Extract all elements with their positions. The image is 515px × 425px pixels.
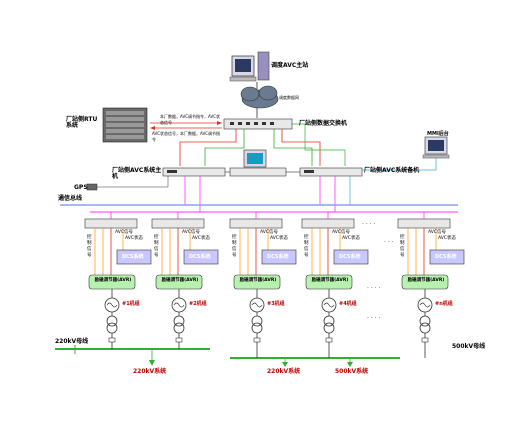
dcs-label: DCS系统 (435, 254, 457, 260)
unit-signal-label: 控制信号 (87, 235, 92, 258)
generator-units-layer (84, 212, 465, 358)
breaker-icon (253, 337, 261, 343)
dispatch-network-cloud-icon (240, 85, 279, 109)
system-220kv-a-label: 220kV系统 (133, 368, 167, 375)
avc-backup-label: 厂站侧AVC系统备机 (364, 167, 420, 174)
kvm-console-icon (229, 149, 287, 177)
dcs-box (261, 249, 297, 265)
gps-label: GPS (74, 184, 88, 191)
generator-wave-icon (251, 302, 263, 308)
dcs-box (333, 249, 369, 265)
generator-label: #2机组 (189, 301, 207, 307)
dcs-box (116, 249, 152, 265)
transformer-icon (419, 315, 431, 327)
svg-text:· · · ·: · · · · (362, 221, 375, 228)
unit-signal-label: AVC状态 (192, 236, 211, 241)
avc-main-host-icon (162, 167, 226, 177)
io-module-icon (229, 218, 283, 229)
generator-wave-icon (419, 302, 431, 308)
dcs-label: DCS系统 (189, 254, 211, 260)
transformer-icon (173, 322, 185, 334)
svg-text:· · · ·: · · · · (367, 315, 380, 322)
dcs-label: DCS系统 (339, 254, 361, 260)
system-220kv-b-label: 220kV系统 (267, 368, 301, 375)
unit-signal-label: AVC信号 (332, 230, 351, 235)
unit-signal-label: AVC状态 (125, 236, 144, 241)
excitation-label: 励磁调节器(AVR) (311, 278, 349, 283)
data-switch-icon (223, 118, 293, 130)
io-module-icon (151, 218, 205, 229)
dispatch-computer-icon (229, 51, 270, 82)
mmi-label: MMI后台 (427, 131, 449, 137)
unit-signal-label: AVC信号 (428, 230, 447, 235)
rtu-arrow-top-label: 本厂数据，AVC调节指令，AVC状态信号 (160, 114, 221, 125)
rtu-label: 厂站侧RTU系统 (66, 116, 98, 129)
bus-500kv-label: 500kV母线 (452, 343, 486, 350)
system-500kv-label: 500kV系统 (335, 368, 369, 375)
generator-label: #3机组 (267, 301, 285, 307)
breaker-icon (325, 337, 333, 343)
excitation-label: 励磁调节器(AVR) (239, 278, 277, 283)
comm-bus-label: 通信总线 (58, 195, 83, 202)
transformer-icon (419, 322, 431, 334)
unit-signal-label: 控制信号 (232, 235, 237, 258)
breaker-icon (175, 337, 183, 343)
network-label: 调度数据网 (279, 95, 299, 100)
rtu-rack-icon (102, 107, 148, 143)
mmi-computer-icon (422, 136, 450, 159)
dcs-label: DCS系统 (267, 254, 289, 260)
unit-signal-label: AVC信号 (260, 230, 279, 235)
switch-label: 厂站侧数据交换机 (299, 120, 348, 127)
transformer-icon (251, 315, 263, 327)
gps-icon (86, 183, 98, 191)
dcs-box (183, 249, 219, 265)
unit-signal-label: 控制信号 (154, 235, 159, 258)
dcs-label: DCS系统 (122, 254, 144, 260)
unit-signal-label: AVC信号 (115, 230, 134, 235)
excitation-label: 励磁调节器(AVR) (161, 278, 199, 283)
svg-text:· · ·: · · · (384, 239, 394, 246)
transformer-icon (173, 315, 185, 327)
unit-signal-label: AVC状态 (270, 236, 289, 241)
bus-220kv-label: 220kV母线 (55, 338, 89, 345)
unit-signal-label: 控制信号 (400, 235, 405, 258)
transformer-icon (106, 315, 118, 327)
dcs-box (429, 249, 465, 265)
unit-signal-label: AVC状态 (438, 236, 457, 241)
io-module-icon (301, 218, 355, 229)
generator-label: #n机组 (435, 301, 453, 307)
excitation-label: 励磁调节器(AVR) (407, 278, 445, 283)
unit-signal-label: 控制信号 (304, 235, 309, 258)
transformer-icon (251, 322, 263, 334)
generator-label: #4机组 (339, 301, 357, 307)
breaker-icon (108, 337, 116, 343)
avc-main-label: 厂站侧AVC系统主机 (112, 167, 162, 180)
io-module-icon (84, 218, 138, 229)
dispatch-avc-label: 调度AVC主站 (271, 62, 309, 69)
io-module-icon (397, 218, 451, 229)
generator-wave-icon (173, 302, 185, 308)
generator-wave-icon (106, 302, 118, 308)
excitation-label: 励磁调节器(AVR) (94, 278, 132, 283)
transformer-icon (323, 315, 335, 327)
transformer-icon (323, 322, 335, 334)
breaker-icon (421, 337, 429, 343)
unit-signal-label: AVC信号 (182, 230, 201, 235)
unit-signal-label: AVC状态 (342, 236, 361, 241)
generator-label: #1机组 (122, 301, 140, 307)
rtu-arrow-bottom-label: AVC状态信号，本厂数据，AVC调节指令 (152, 131, 221, 142)
avc-backup-host-icon (299, 167, 363, 177)
svg-text:· · · ·: · · · · (367, 285, 380, 292)
generator-wave-icon (323, 302, 335, 308)
transformer-icon (106, 322, 118, 334)
